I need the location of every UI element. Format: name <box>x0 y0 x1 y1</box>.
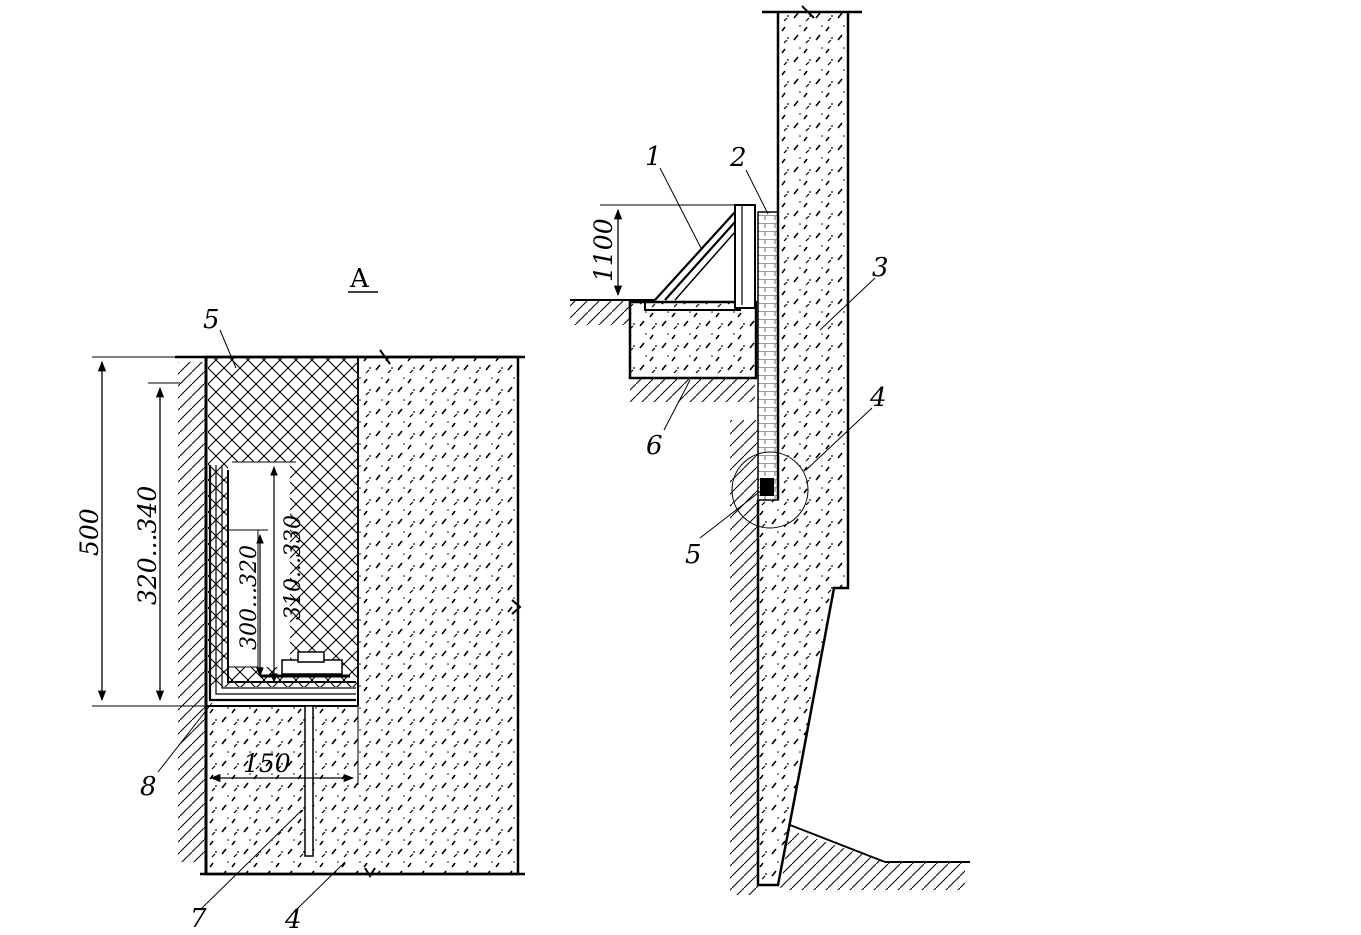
label-5: 5 <box>203 305 220 335</box>
leader-8 <box>157 702 213 773</box>
railing-brace-3 <box>674 231 736 301</box>
leader-5 <box>219 329 237 369</box>
detail-title: A <box>349 264 370 294</box>
wall-concrete <box>358 357 518 874</box>
soil-hatch-left <box>178 362 206 862</box>
leader-5-section <box>699 489 763 539</box>
lining-middle <box>215 465 356 695</box>
bolt-nut <box>297 651 325 663</box>
dim-500-text: 500 <box>75 508 104 556</box>
slab <box>628 300 758 380</box>
leader-2 <box>745 169 769 215</box>
soil-hatch-top <box>570 300 630 325</box>
soil-hatch-under-slab <box>630 378 755 402</box>
wall-body <box>758 12 848 885</box>
label-3: 3 <box>872 253 889 283</box>
railing-brace-1 <box>654 211 736 301</box>
railing-brace-2 <box>664 221 736 301</box>
section-view: 1100 1 2 3 4 5 6 <box>570 5 970 895</box>
leader-1 <box>659 167 703 251</box>
label-1: 1 <box>645 142 662 172</box>
anchor-rod <box>304 705 314 857</box>
label-2: 2 <box>729 143 747 173</box>
label-6: 6 <box>646 431 663 461</box>
soil-hatch-toe <box>780 830 965 890</box>
toe-slope <box>789 824 886 863</box>
leader-7 <box>201 809 303 909</box>
brick-lining <box>757 211 779 501</box>
leader-4-section <box>805 407 873 471</box>
lining-outer <box>208 465 356 702</box>
leader-4 <box>295 861 346 911</box>
dim-1100-text: 1100 <box>589 218 618 282</box>
soil-hatch-wall <box>730 420 758 895</box>
lining-core <box>227 470 356 683</box>
parapet-post <box>734 204 756 309</box>
detail-a: A <box>75 264 525 935</box>
dim-310-330-text: 310...330 <box>281 515 306 620</box>
base-concrete <box>206 706 358 874</box>
lining-anchor-block <box>760 478 774 496</box>
label-4: 4 <box>284 905 302 935</box>
lining-inner <box>221 465 356 689</box>
break-mark-right <box>511 599 522 615</box>
dim-150-text: 150 <box>243 749 291 778</box>
label-8: 8 <box>140 772 157 802</box>
leader-6 <box>663 379 691 431</box>
dim-300-320-text: 300...320 <box>237 545 262 650</box>
label-7: 7 <box>190 904 207 934</box>
label-4-section: 4 <box>869 383 887 413</box>
break-mark-bottom <box>364 867 376 878</box>
detail-callout-circle <box>731 451 809 529</box>
wall-break-mark <box>801 5 815 19</box>
leader-3 <box>819 277 876 331</box>
dim-320-340-text: 320...340 <box>133 486 162 605</box>
label-5-section: 5 <box>685 540 702 570</box>
